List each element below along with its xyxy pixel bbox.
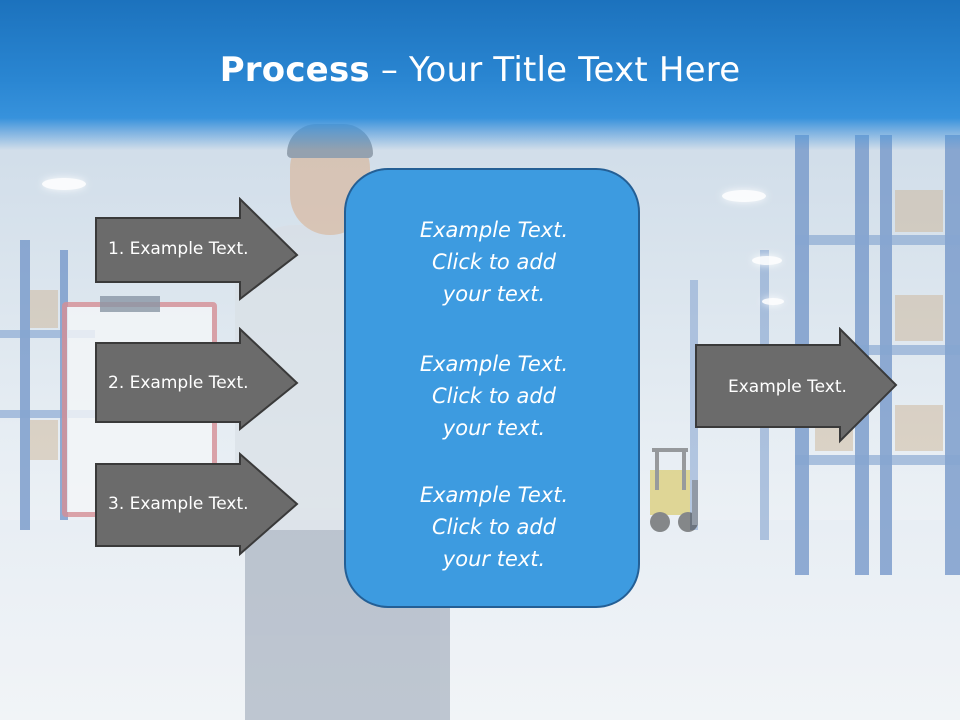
pallet-box [30,290,58,328]
output-arrow[interactable]: Example Text. [694,327,900,445]
center-text-line: your text. [442,416,546,440]
rack-beam [795,455,960,465]
title-rest: – Your Title Text Here [369,50,741,90]
center-text-block-1: Example Text. Click to add your text. [346,214,642,310]
rack-beam [795,345,960,355]
center-process-box[interactable]: Example Text. Click to add your text. Ex… [344,168,640,608]
clipboard-clip [100,296,160,312]
pallet-box [895,405,943,451]
ceiling-lamp [42,178,86,190]
arrow-shape [95,327,299,431]
rack-post [690,280,698,530]
center-text-line: Click to add [431,515,556,539]
rack-beam [795,235,960,245]
center-text-line: your text. [442,282,546,306]
center-text-line: Click to add [431,250,556,274]
center-text-block-2: Example Text. Click to add your text. [346,348,642,444]
slide-title[interactable]: Process – Your Title Text Here [0,50,960,90]
rack-post [20,240,30,530]
center-text-line: Example Text. [419,352,569,376]
title-bold: Process [219,50,370,90]
rack-post [880,135,892,575]
arrow-shape [695,327,898,444]
pallet-box [30,420,58,460]
rack-post [945,135,960,575]
center-text-line: Click to add [431,384,556,408]
arrow-shape [95,197,299,301]
input-arrow-label: 1. Example Text. [108,239,249,259]
center-text-line: Example Text. [419,218,569,242]
pallet-box [895,295,943,341]
arrow-shape [95,452,299,556]
center-text-line: Example Text. [419,483,569,507]
input-arrow-1[interactable]: 1. Example Text. [94,197,304,301]
pallet-box [895,190,943,232]
title-bar: Process – Your Title Text Here [0,0,960,150]
forklift [650,448,698,532]
ceiling-lamp [762,298,784,305]
input-arrow-3[interactable]: 3. Example Text. [94,452,304,556]
input-arrow-label: 3. Example Text. [108,494,249,514]
input-arrow-2[interactable]: 2. Example Text. [94,327,304,431]
center-text-line: your text. [442,547,546,571]
ceiling-lamp [752,256,782,265]
rack-beam [0,410,95,418]
rack-beam [0,330,95,338]
center-text-block-3: Example Text. Click to add your text. [346,479,642,575]
output-arrow-label: Example Text. [728,377,847,397]
input-arrow-label: 2. Example Text. [108,373,249,393]
ceiling-lamp [722,190,766,202]
